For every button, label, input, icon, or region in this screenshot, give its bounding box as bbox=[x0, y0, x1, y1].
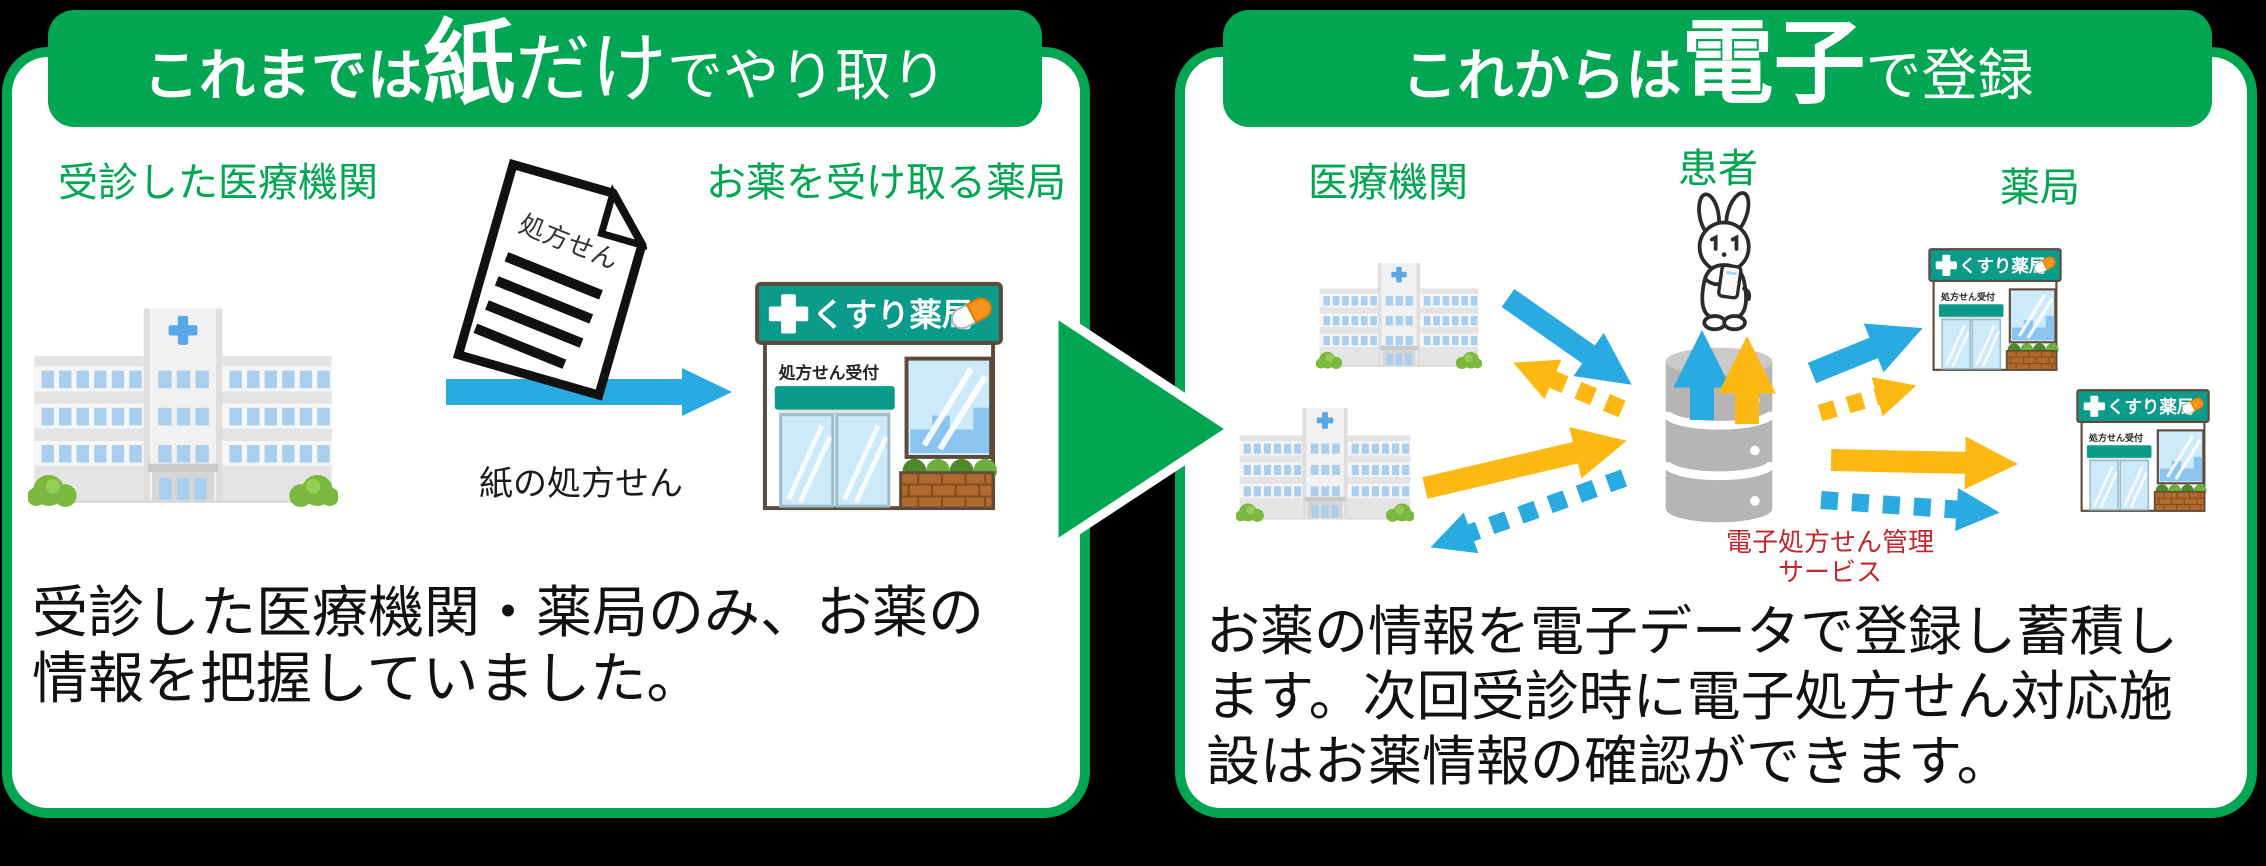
title-text: これからは bbox=[1401, 44, 1682, 107]
patient-label: 患者 bbox=[1678, 147, 1758, 191]
pharmacy-icon bbox=[2075, 388, 2211, 513]
title-text: これまでは bbox=[142, 44, 423, 107]
transition-arrow-icon bbox=[1049, 303, 1241, 555]
prescription-document-icon: 処方せん bbox=[452, 158, 650, 401]
hospital-label: 医療機関 bbox=[1308, 161, 1468, 205]
pharmacy-icon bbox=[750, 278, 1008, 514]
title-highlight: 電子 bbox=[1681, 13, 1866, 115]
pharmacy-icon bbox=[1927, 247, 2063, 372]
pharmacy-label: 薬局 bbox=[2000, 166, 2080, 210]
title-text: でやり取り bbox=[667, 44, 947, 107]
paper-prescription-caption: 紙の処方せん bbox=[479, 465, 683, 503]
description-line: 情報を把握していました。 bbox=[32, 647, 703, 710]
receiving-pharmacy-label: お薬を受け取る薬局 bbox=[706, 161, 1066, 205]
title-text: で登録 bbox=[1865, 44, 2034, 107]
paper-flow-arrow bbox=[446, 368, 732, 416]
title-text: だけ bbox=[515, 27, 667, 112]
hospital-icon bbox=[1236, 396, 1414, 522]
hospital-icon bbox=[1316, 252, 1482, 369]
patient-rabbit-icon bbox=[1694, 190, 1755, 332]
hospital-icon bbox=[28, 288, 338, 507]
left-panel-title: これまでは 紙 だけ でやり取り bbox=[48, 10, 1042, 127]
left-description: 受診した医療機関・薬局のみ、お薬の 情報を把握していました。 bbox=[32, 580, 984, 712]
description-line: 設はお薬情報の確認ができます。 bbox=[1206, 732, 2011, 792]
title-highlight: 紙 bbox=[422, 13, 515, 115]
right-description: お薬の情報を電子データで登録し蓄積し ます。次回受診時に電子処方せん対応施 設は… bbox=[1206, 600, 2178, 795]
database-icon bbox=[1656, 330, 1782, 540]
right-panel-title: これからは 電子 で登録 bbox=[1223, 10, 2212, 127]
service-label-line: 電子処方せん管理 bbox=[1725, 527, 1934, 557]
description-line: 受診した医療機関・薬局のみ、お薬の bbox=[32, 581, 984, 644]
description-line: ます。次回受診時に電子処方せん対応施 bbox=[1206, 667, 2173, 727]
visited-hospital-label: 受診した医療機関 bbox=[58, 161, 378, 205]
eprescription-service-label: 電子処方せん管理 サービス bbox=[1700, 527, 1960, 587]
description-line: お薬の情報を電子データで登録し蓄積し bbox=[1206, 602, 2178, 662]
service-label-line: サービス bbox=[1777, 557, 1882, 587]
